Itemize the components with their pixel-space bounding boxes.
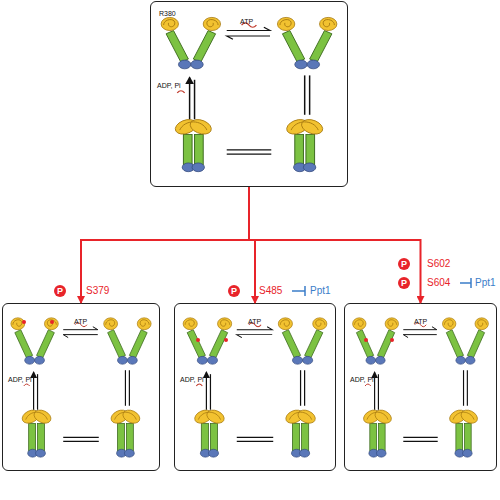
site-label: S604 xyxy=(427,277,450,289)
phospho-badge: P xyxy=(398,277,410,289)
cycle-panel: ATP ADP, Pi xyxy=(344,303,497,471)
phosphatase-name: Ppt1 xyxy=(475,277,496,289)
cycle-cartoon xyxy=(183,318,327,457)
inhibition-bar xyxy=(304,286,306,296)
node-text: ATP xyxy=(74,318,87,325)
node-text: ADP, Pi xyxy=(180,376,204,383)
cycle-cartoon xyxy=(11,318,151,457)
inhibition-line xyxy=(460,282,471,284)
phospho-badge: P xyxy=(54,285,66,297)
node-text: ATP xyxy=(414,318,427,325)
phospho-dot xyxy=(22,320,26,324)
inhibition-line xyxy=(292,290,305,292)
node-text: ADP, Pi xyxy=(157,82,181,89)
phospho-badge: P xyxy=(228,285,240,297)
inhibition-bar xyxy=(470,278,472,288)
phospho-dot xyxy=(224,338,228,342)
node-text: R380 xyxy=(159,10,176,17)
site-label: S602 xyxy=(427,258,450,270)
phosphatase-name: Ppt1 xyxy=(310,285,331,297)
phospho-dot xyxy=(50,320,54,324)
phosphorylation-arrow xyxy=(81,187,249,303)
site-label: S485 xyxy=(259,285,282,297)
phospho-badge: P xyxy=(398,258,410,270)
cycle-cartoon xyxy=(161,17,337,171)
node-text: ADP, Pi xyxy=(8,376,32,383)
cycle-panel: R380ATP ADP, Pi xyxy=(150,1,348,187)
cycle-panel: ATP ADP, Pi xyxy=(174,303,336,471)
phospho-dot xyxy=(196,338,200,342)
cycle-cartoon xyxy=(353,318,489,457)
node-text: ATP xyxy=(240,18,253,25)
phosphorylation-arrow xyxy=(249,187,421,303)
site-label: S379 xyxy=(86,285,109,297)
phospho-dot xyxy=(364,338,368,342)
cycle-panel: ATP ADP, Pi xyxy=(2,303,160,471)
phosphorylation-arrow xyxy=(249,187,255,303)
node-text: ADP, Pi xyxy=(350,376,374,383)
phospho-dot xyxy=(390,338,394,342)
node-text: ATP xyxy=(248,318,261,325)
